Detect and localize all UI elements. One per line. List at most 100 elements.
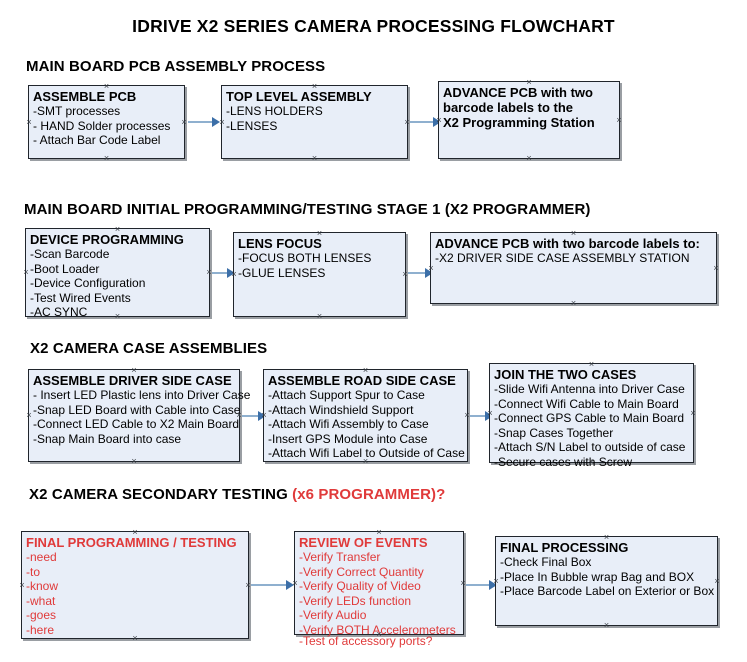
node-line: -Snap Cases Together [494, 425, 614, 440]
node-line: -Connect LED Cable to X2 Main Board [33, 417, 240, 431]
node-title: ADVANCE PCB with two barcode labels to: [435, 236, 700, 251]
connector-4-1 [251, 584, 289, 586]
node-title: ASSEMBLE PCB [33, 89, 137, 104]
node-line: -AC SYNC [30, 305, 88, 319]
node-title: JOIN THE TWO CASES [494, 367, 637, 382]
node-line: -Verify Audio [299, 608, 367, 622]
node-line: -Place Barcode Label on Exterior or Box [500, 584, 715, 598]
node-final-programming-testing[interactable]: FINAL PROGRAMMING / TESTING -need -to -k… [21, 531, 249, 639]
node-title: FINAL PROCESSING [500, 540, 629, 555]
node-line: -Attach Wifi Label to Outside of Case [268, 446, 465, 460]
node-line: -LENSES [226, 118, 278, 133]
connection-point-bottom[interactable] [131, 458, 138, 465]
node-line: -Verify Transfer [299, 550, 381, 564]
page-title: IDRIVE X2 SERIES CAMERA PROCESSING FLOWC… [132, 16, 615, 36]
node-line: -know [26, 579, 59, 593]
node-line-overflow: -Test of accessory ports? [299, 633, 433, 648]
node-line: -goes [26, 608, 57, 622]
node-title: ADVANCE PCB with two [443, 85, 593, 100]
node-review-of-events[interactable]: REVIEW OF EVENTS -Verify Transfer -Verif… [294, 531, 464, 648]
node-line: -Verify BOTH Accelerometers [299, 622, 456, 637]
node-line: -Place In Bubble wrap Bag and BOX [500, 569, 695, 584]
node-line: -Snap LED Board with Cable into Case [33, 402, 241, 417]
arrowhead-1-2 [433, 117, 441, 127]
node-line: -Boot Loader [30, 261, 100, 276]
node-line: - Attach Bar Code Label [33, 133, 161, 147]
node-join-the-two-cases[interactable]: JOIN THE TWO CASES -Slide Wifi Antenna i… [489, 363, 694, 469]
node-line: -Attach Wifi Assembly to Case [268, 417, 429, 431]
node-line: -X2 DRIVER SIDE CASE ASSEMBLY STATION [435, 251, 690, 265]
node-line: -Attach Windshield Support [268, 402, 414, 417]
node-advance-pcb-driver-side-case[interactable]: ADVANCE PCB with two barcode labels to: … [430, 232, 717, 304]
arrowhead-4-1 [286, 580, 294, 590]
node-line: - Insert LED Plastic lens into Driver Ca… [33, 388, 251, 402]
node-line: -Connect Wifi Cable to Main Board [494, 396, 679, 411]
arrowhead-4-2 [489, 580, 497, 590]
section-heading-4: X2 CAMERA SECONDARY TESTING (x6 PROGRAMM… [29, 486, 445, 503]
connector-2-2 [408, 272, 428, 274]
section-heading-1: MAIN BOARD PCB ASSEMBLY PROCESS [26, 58, 325, 75]
section-4-heading-text: X2 CAMERA SECONDARY TESTING [29, 486, 293, 503]
node-line: -need [26, 550, 57, 564]
connection-point-bottom[interactable] [526, 155, 533, 162]
arrowhead-3-1 [258, 411, 266, 421]
connector-2-1 [212, 272, 230, 274]
section-heading-3: X2 CAMERA CASE ASSEMBLIES [30, 340, 267, 357]
node-line: -Snap Main Board into case [33, 431, 182, 446]
node-title: LENS FOCUS [238, 236, 322, 251]
node-top-level-assembly[interactable]: TOP LEVEL ASSEMBLY -LENS HOLDERS -LENSES [221, 85, 408, 159]
node-line: -what [26, 593, 56, 608]
connection-point-bottom[interactable] [570, 300, 577, 307]
arrowhead-2-1 [227, 268, 235, 278]
node-title: ASSEMBLE ROAD SIDE CASE [268, 373, 456, 388]
node-title-line-2: barcode labels to the [443, 100, 574, 115]
node-line: -SMT processes [33, 104, 121, 118]
node-line: -FOCUS BOTH LENSES [238, 251, 372, 265]
node-advance-pcb-programming-station[interactable]: ADVANCE PCB with two barcode labels to t… [438, 81, 620, 159]
node-line: - HAND Solder processes [33, 118, 171, 133]
node-line: -Verify Quality of Video [299, 579, 421, 593]
node-title: TOP LEVEL ASSEMBLY [226, 89, 372, 104]
connector-1-1 [188, 121, 214, 123]
arrowhead-2-2 [425, 268, 433, 278]
node-line: -Check Final Box [500, 555, 592, 569]
node-line: -Connect GPS Cable to Main Board [494, 411, 685, 425]
section-2-heading-text: MAIN BOARD INITIAL PROGRAMMING/TESTING S… [24, 201, 591, 218]
node-final-processing[interactable]: FINAL PROCESSING -Check Final Box -Place… [495, 536, 718, 626]
node-line: -Test Wired Events [30, 290, 131, 305]
node-title: FINAL PROGRAMMING / TESTING [26, 535, 237, 550]
connector-1-2 [410, 121, 436, 123]
connection-point-bottom[interactable] [603, 622, 610, 629]
node-line: -to [26, 564, 41, 579]
connector-3-2 [470, 415, 488, 417]
node-line: -Attach Support Spur to Case [268, 388, 425, 402]
node-title: DEVICE PROGRAMMING [30, 232, 184, 247]
node-line: -GLUE LENSES [238, 265, 326, 280]
connection-point-bottom[interactable] [311, 155, 318, 162]
connection-point-bottom[interactable] [316, 313, 323, 320]
node-lens-focus[interactable]: LENS FOCUS -FOCUS BOTH LENSES -GLUE LENS… [233, 232, 406, 317]
node-line: -Device Configuration [30, 276, 146, 290]
node-line: -Attach S/N Label to outside of case [494, 440, 686, 454]
node-line: -Scan Barcode [30, 247, 110, 261]
node-line: -Slide Wifi Antenna into Driver Case [494, 382, 685, 396]
node-device-programming[interactable]: DEVICE PROGRAMMING -Scan Barcode -Boot L… [25, 228, 210, 319]
section-3-heading-text: X2 CAMERA CASE ASSEMBLIES [30, 340, 268, 357]
node-line: -LENS HOLDERS [226, 104, 323, 118]
section-heading-2: MAIN BOARD INITIAL PROGRAMMING/TESTING S… [24, 201, 591, 218]
arrowhead-1-1 [212, 117, 220, 127]
connection-point-bottom[interactable] [103, 155, 110, 162]
node-assemble-road-side-case[interactable]: ASSEMBLE ROAD SIDE CASE -Attach Support … [263, 369, 468, 462]
connector-3-1 [242, 415, 262, 417]
connector-4-2 [466, 584, 492, 586]
node-line: -Secure cases with Screw [494, 454, 633, 469]
node-assemble-driver-side-case[interactable]: ASSEMBLE DRIVER SIDE CASE - Insert LED P… [28, 369, 251, 465]
section-4-heading-accent: (x6 PROGRAMMER)? [292, 486, 446, 503]
node-title-line-3: X2 Programming Station [443, 115, 595, 130]
connection-point-right[interactable] [713, 265, 720, 272]
section-1-heading-text: MAIN BOARD PCB ASSEMBLY PROCESS [26, 58, 326, 75]
node-line: -Verify LEDs function [299, 593, 412, 608]
node-assemble-pcb[interactable]: ASSEMBLE PCB -SMT processes - HAND Solde… [28, 85, 185, 159]
node-line: -Insert GPS Module into Case [268, 431, 428, 446]
